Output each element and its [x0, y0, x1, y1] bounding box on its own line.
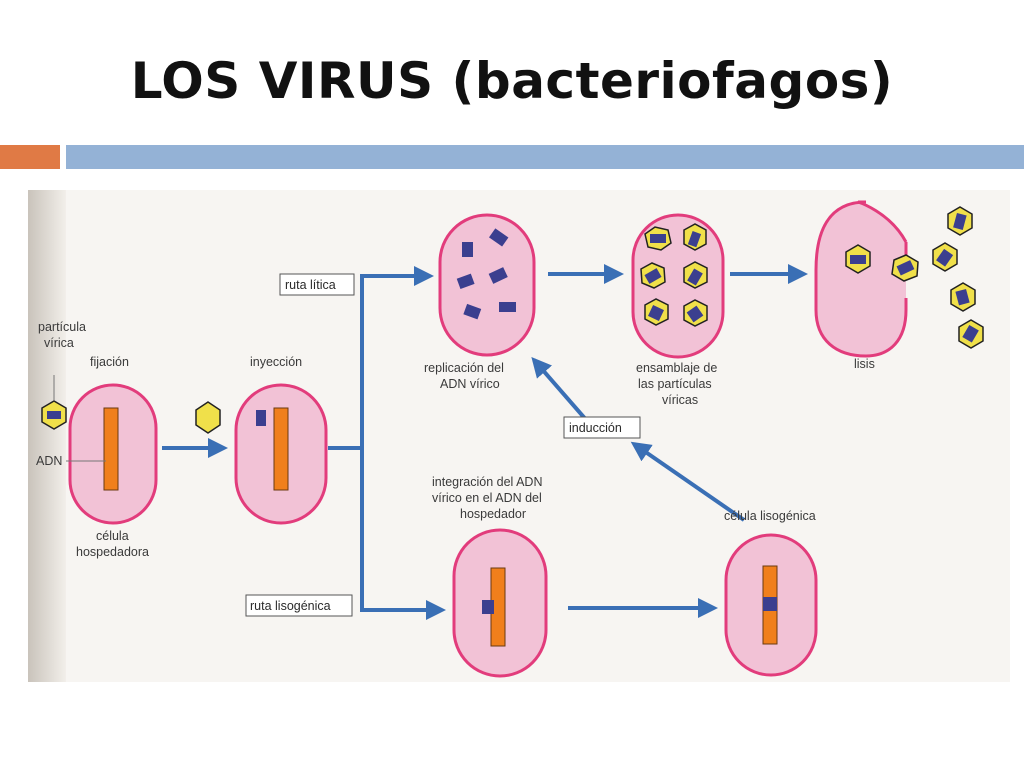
- accent-bar-orange: [0, 145, 60, 169]
- label-particula-1: partícula: [38, 320, 86, 334]
- diagram-svg: partícula vírica fijación ADN célula hos…: [36, 200, 984, 678]
- assembled-virions: [640, 223, 708, 327]
- replicated-viral-dna: [456, 228, 516, 320]
- label-ensamblaje-1: ensamblaje de: [636, 361, 717, 375]
- virus-capsid-empty: [195, 401, 221, 434]
- label-integracion-1: integración del ADN: [432, 475, 542, 489]
- bacteriophage-cycle-diagram: partícula vírica fijación ADN célula hos…: [28, 190, 1010, 682]
- cell-lysis: [814, 200, 908, 358]
- label-celula-1: célula: [96, 529, 129, 543]
- integrated-viral-dna: [482, 600, 494, 614]
- released-virions: [845, 206, 984, 349]
- box-ruta-lisogenica: [245, 594, 353, 617]
- title-main: LOS VIRUS: [130, 52, 434, 110]
- box-ruta-litica: [279, 273, 355, 296]
- integrated-viral-dna-lysogenic: [763, 597, 777, 611]
- accent-bar-blue: [66, 145, 1024, 169]
- label-integracion-3: hospedador: [460, 507, 526, 521]
- label-adn: ADN: [36, 454, 62, 468]
- label-integracion-2: vírico en el ADN del: [432, 491, 542, 505]
- injected-viral-dna: [256, 410, 266, 426]
- label-replicacion-1: replicación del: [424, 361, 504, 375]
- virus-particle-attached: [41, 400, 67, 430]
- label-inyeccion: inyección: [250, 355, 302, 369]
- label-ruta-lisogenica: ruta lisogénica: [250, 599, 331, 613]
- label-fijacion: fijación: [90, 355, 129, 369]
- host-dna-1: [103, 407, 119, 491]
- slide-title: LOS VIRUS (bacteriofagos): [0, 52, 1024, 110]
- box-induccion: [563, 416, 641, 439]
- label-ensamblaje-3: víricas: [662, 393, 698, 407]
- label-induccion: inducción: [569, 421, 622, 435]
- label-particula-2: vírica: [44, 336, 74, 350]
- label-celula-lisogenica: célula lisogénica: [724, 509, 816, 523]
- page-edge-shading: [28, 190, 66, 682]
- label-ensamblaje-2: las partículas: [638, 377, 712, 391]
- cell-replication: [438, 213, 536, 357]
- label-replicacion-2: ADN vírico: [440, 377, 500, 391]
- title-paren: (bacteriofagos): [451, 52, 894, 110]
- flow-arrows: [162, 264, 808, 620]
- label-celula-2: hospedadora: [76, 545, 149, 559]
- label-ruta-litica: ruta lítica: [285, 278, 336, 292]
- host-dna-2: [273, 407, 289, 491]
- label-lisis: lisis: [854, 357, 875, 371]
